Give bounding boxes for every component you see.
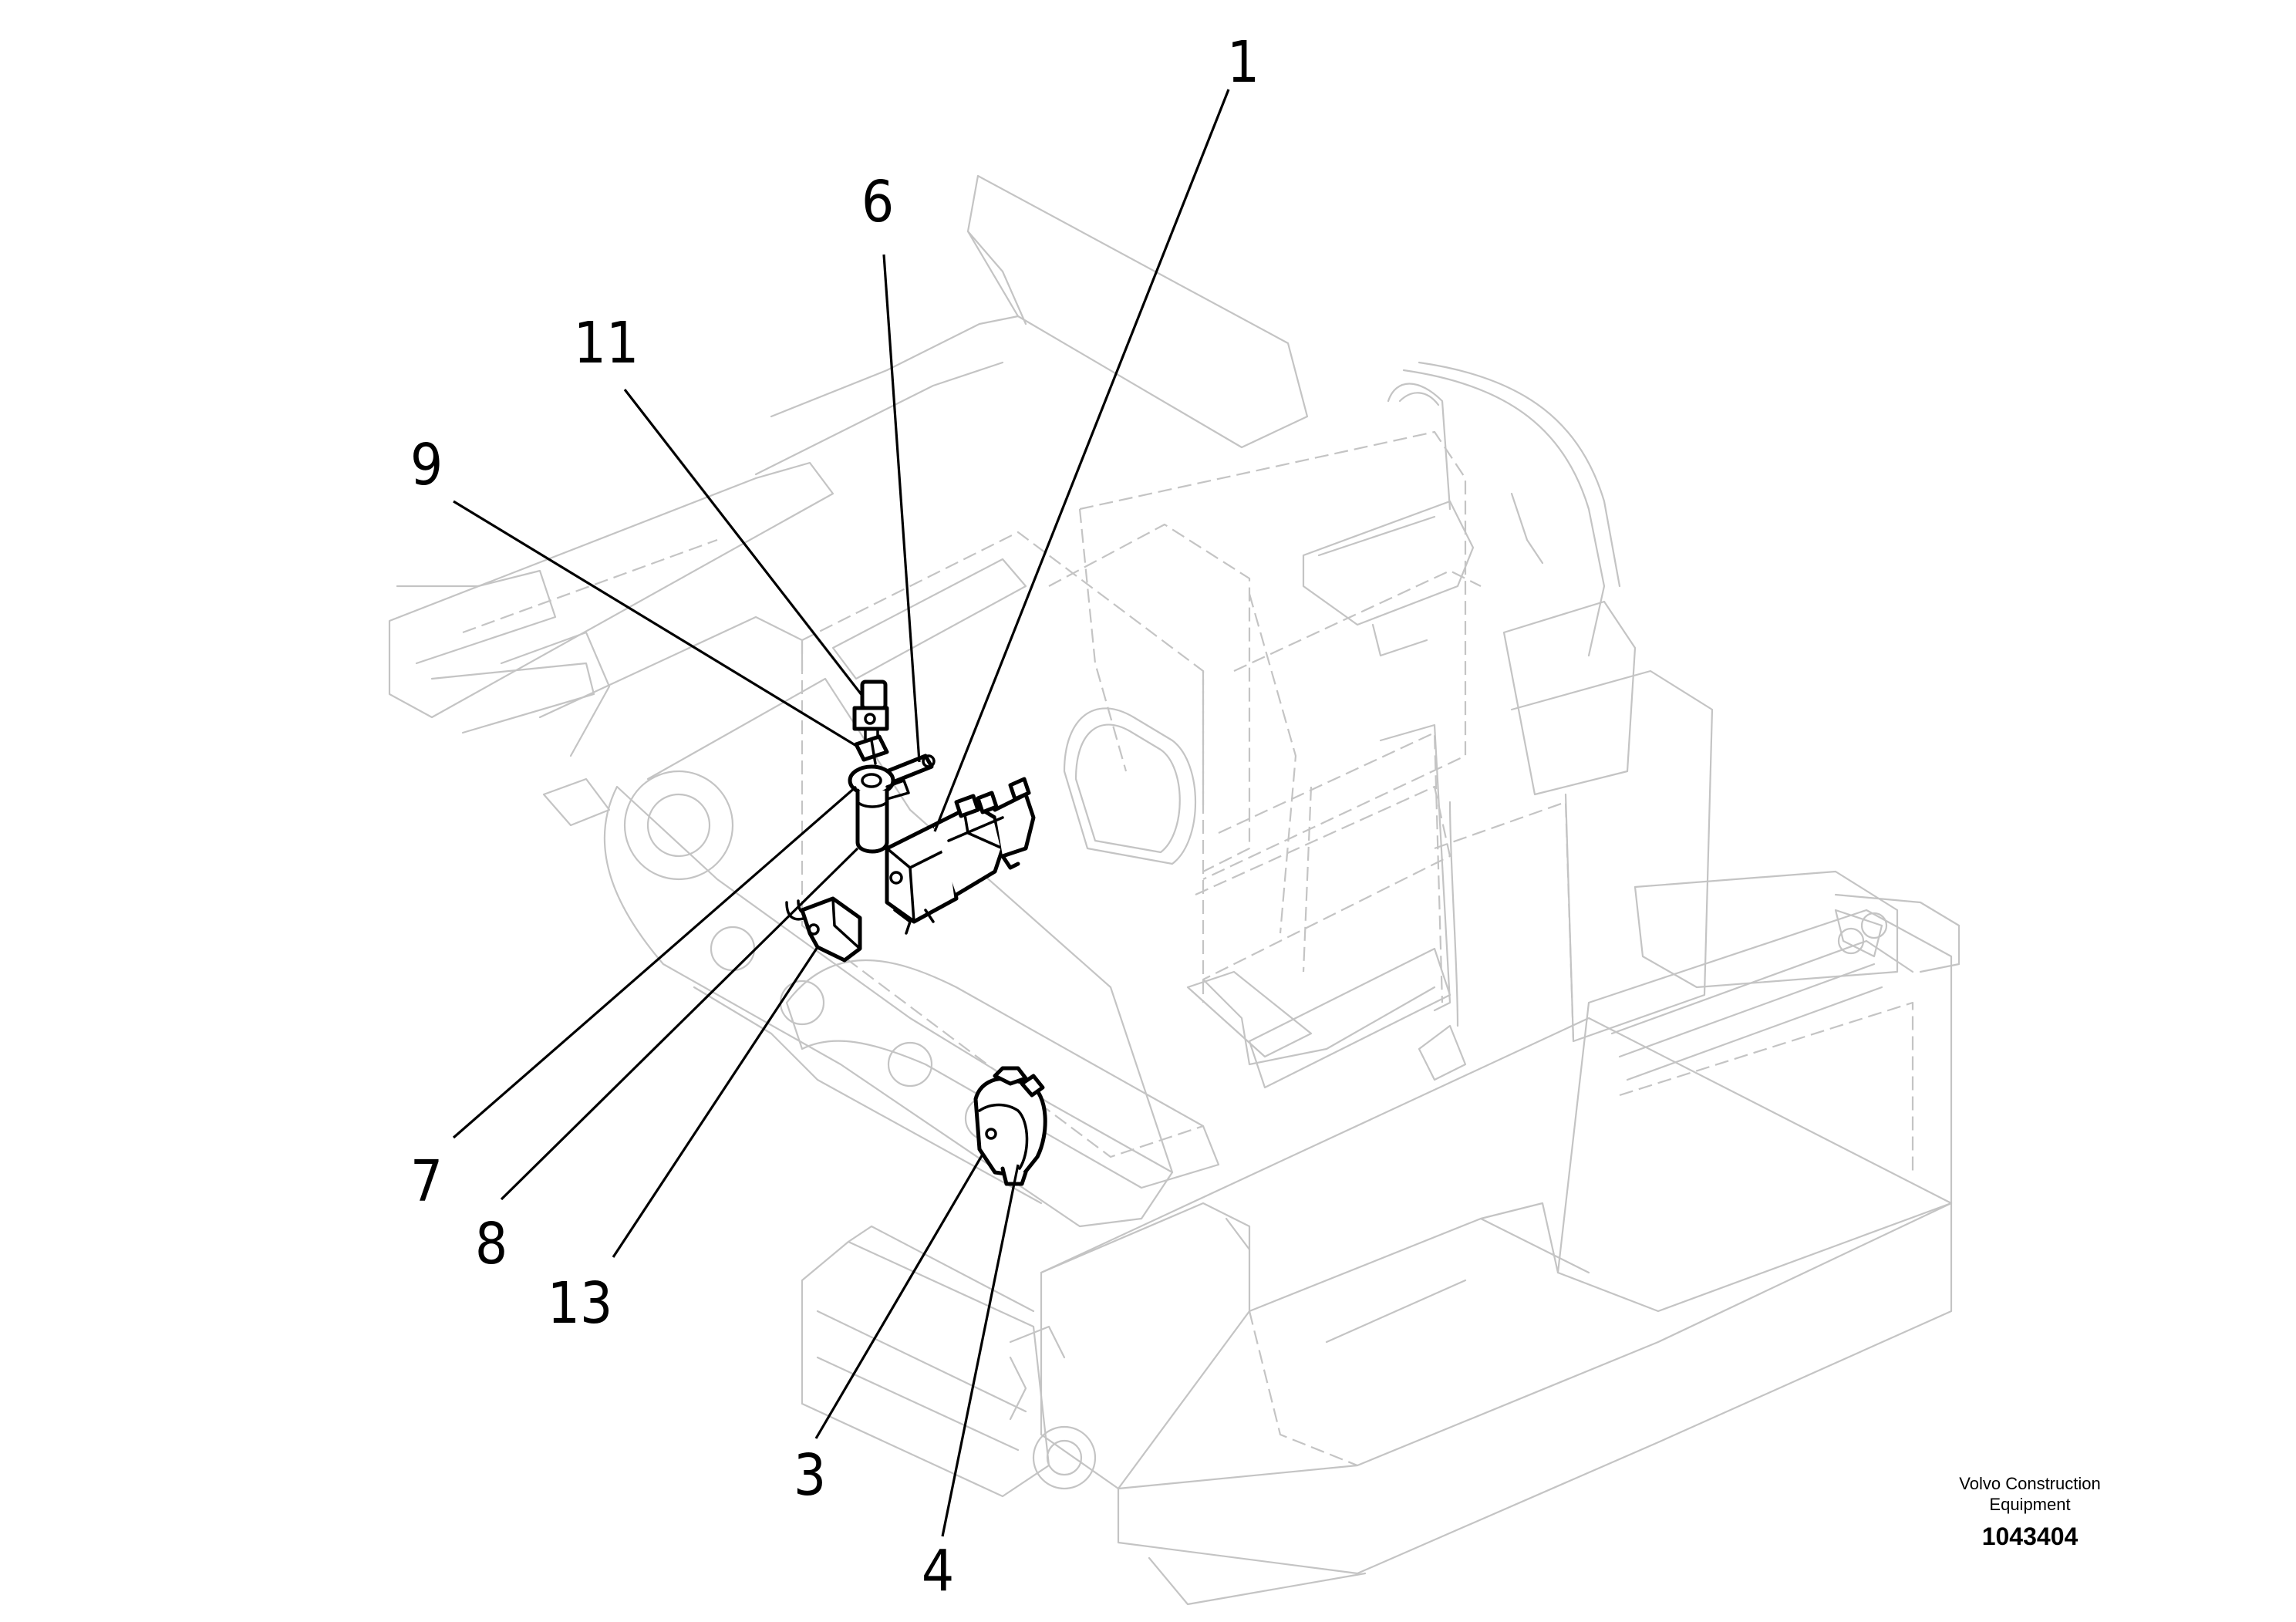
credit-block: Volvo Construction Equipment 1043404 [1959, 1474, 2100, 1550]
callout-4: 4 [922, 1538, 954, 1604]
callout-3: 3 [794, 1442, 826, 1509]
leader-lines [452, 89, 1230, 1537]
leader-4 [941, 1164, 1020, 1537]
credit-line-2: Equipment [1989, 1495, 2070, 1514]
leader-3 [814, 1152, 985, 1439]
callout-13: 13 [548, 1270, 613, 1337]
component-9-fitting [854, 734, 889, 765]
callout-numbers: 1 6 11 9 7 8 13 3 4 [410, 29, 1259, 1604]
callout-8: 8 [475, 1211, 507, 1277]
component-3-4-pump [973, 1066, 1047, 1186]
credit-line-1: Volvo Construction [1959, 1474, 2100, 1493]
component-13-bracket [785, 896, 862, 963]
leader-9 [453, 500, 858, 748]
leader-11 [623, 389, 864, 696]
callout-6: 6 [861, 169, 894, 235]
leader-8 [500, 847, 859, 1201]
leader-6 [882, 254, 921, 763]
leader-7 [452, 785, 858, 1139]
callout-9: 9 [410, 432, 443, 498]
leader-1 [933, 89, 1230, 832]
callout-7: 7 [410, 1148, 443, 1215]
callout-1: 1 [1227, 29, 1259, 96]
component-7-filter [848, 764, 910, 854]
callout-11: 11 [574, 310, 639, 376]
leader-13 [612, 946, 819, 1258]
component-1-valve-block [885, 777, 1036, 935]
drawing-number: 1043404 [1982, 1523, 2079, 1550]
paver-ghost-outline [388, 174, 1961, 1606]
